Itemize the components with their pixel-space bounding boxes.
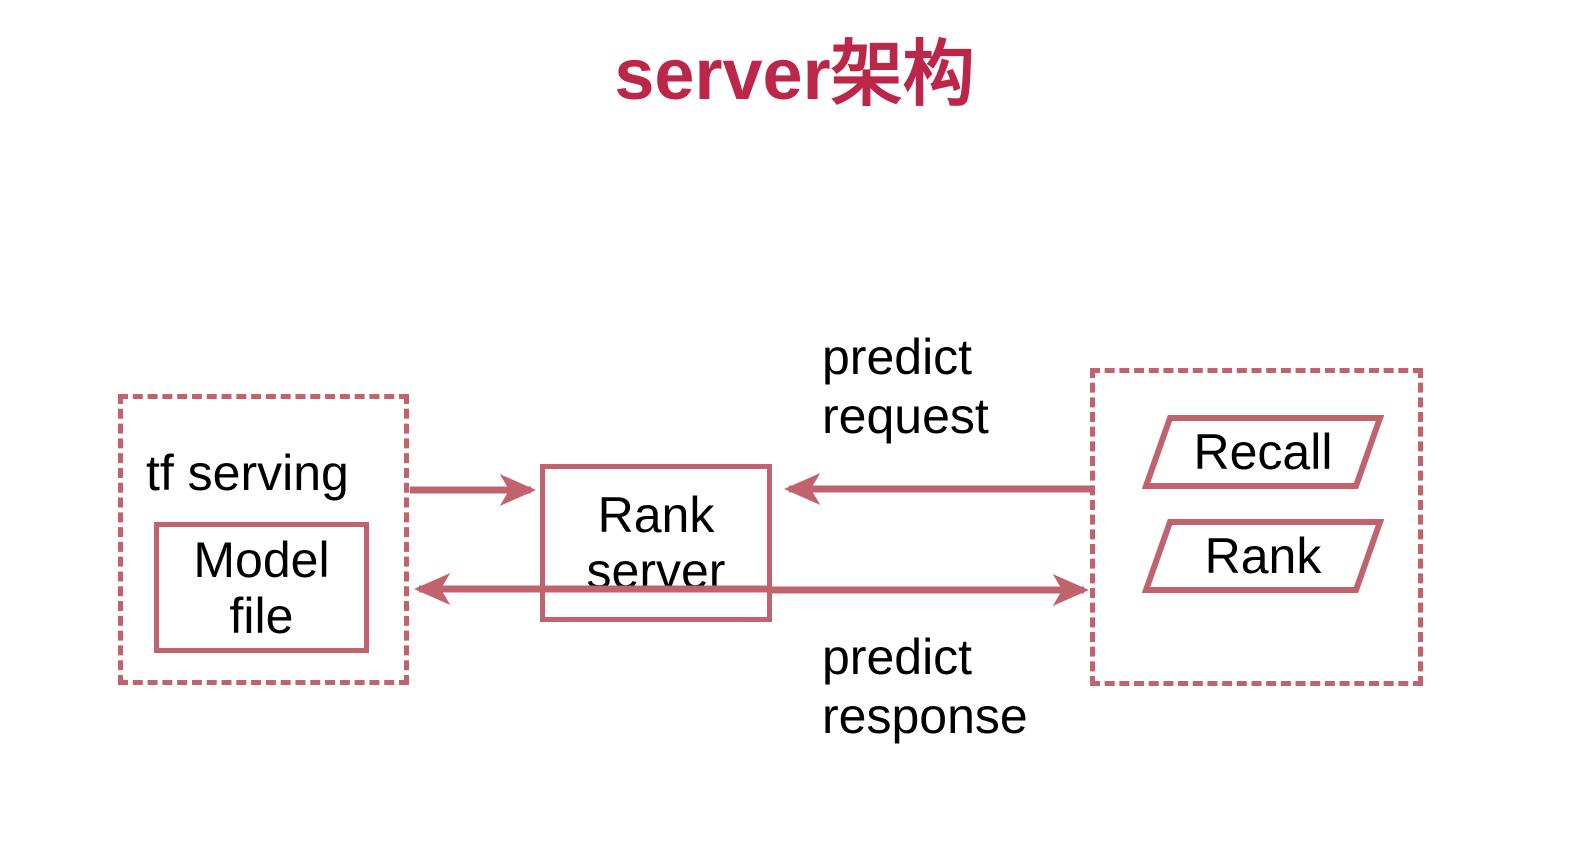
model-file-label-line1: Model [193, 531, 330, 588]
model-file-box: Model file [154, 522, 369, 653]
recall-parallelogram-shape [1141, 415, 1385, 489]
tf-serving-container [118, 394, 409, 685]
recall-label: Recall [1193, 424, 1333, 480]
predict-request-label: predict request [822, 329, 989, 444]
model-file-label-line2: file [229, 587, 294, 644]
rank-server-box: Rank server [540, 464, 772, 622]
predict-response-label: predict response [822, 629, 1028, 744]
recall-parallelogram: Recall [1141, 414, 1385, 490]
rank-label: Rank [1204, 528, 1322, 584]
rank-parallelogram-shape [1141, 519, 1385, 593]
rank-server-label-line1: Rank [597, 487, 715, 543]
rank-parallelogram: Rank [1141, 518, 1385, 594]
rank-server-label-line2: server [586, 543, 726, 599]
backend-container [1090, 368, 1423, 686]
page-title: server架构 [614, 35, 975, 115]
tf-serving-label: tf serving [146, 445, 349, 501]
